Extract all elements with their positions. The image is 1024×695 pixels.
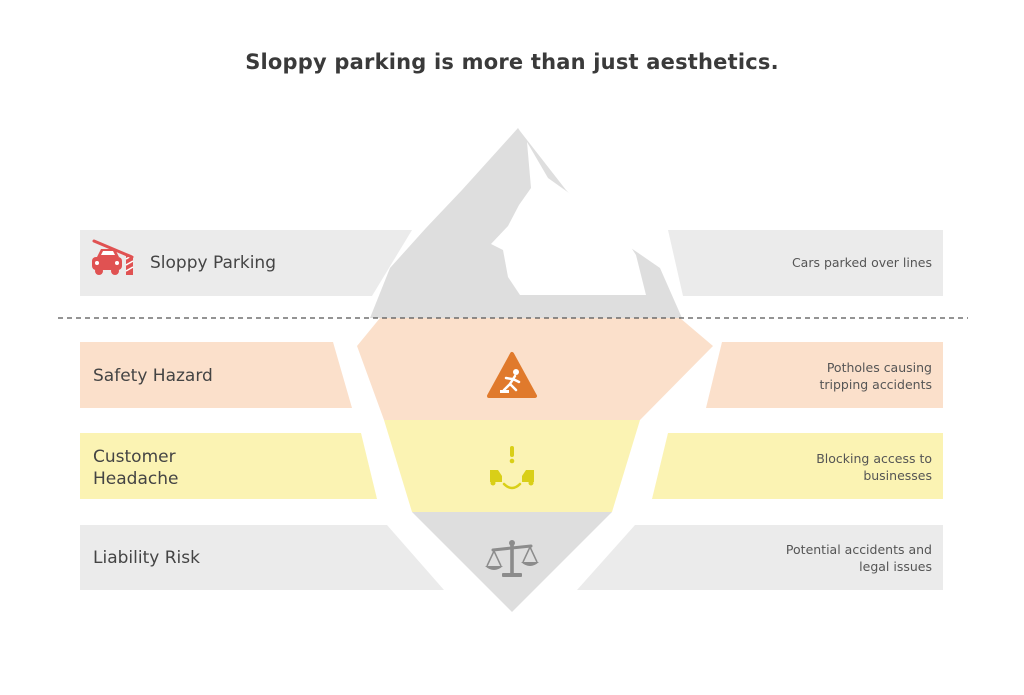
tier-1-right-band	[668, 230, 943, 296]
tier-1-label: Sloppy Parking	[150, 253, 276, 273]
tier-2-left-band	[80, 342, 352, 408]
iceberg-snow	[491, 142, 646, 295]
tier-4-right-band	[577, 525, 943, 590]
tier-2-label: Safety Hazard	[93, 366, 213, 386]
tier-3-right-band	[652, 433, 943, 499]
tier-4-description: Potential accidents and legal issues	[785, 542, 932, 574]
cars-conflict-icon	[490, 446, 534, 490]
tier-1-description: Cars parked over lines	[791, 255, 932, 270]
tier-4-label: Liability Risk	[93, 548, 200, 568]
tier-2-description: Potholes causing tripping accidents	[819, 360, 932, 392]
tier-4-left-band	[80, 525, 444, 590]
diagram-title: Sloppy parking is more than just aesthet…	[245, 50, 779, 74]
scale-icon	[485, 540, 539, 577]
tier-3-left-band	[80, 433, 377, 499]
tier-2-right-band	[706, 342, 943, 408]
tier-3-description: Blocking access to businesses	[816, 451, 932, 483]
hazard-warning-icon	[487, 352, 537, 398]
tier-3-label: Customer Headache	[93, 447, 179, 489]
tier-1-left-band	[80, 230, 412, 296]
car-blocked-icon	[92, 239, 134, 275]
